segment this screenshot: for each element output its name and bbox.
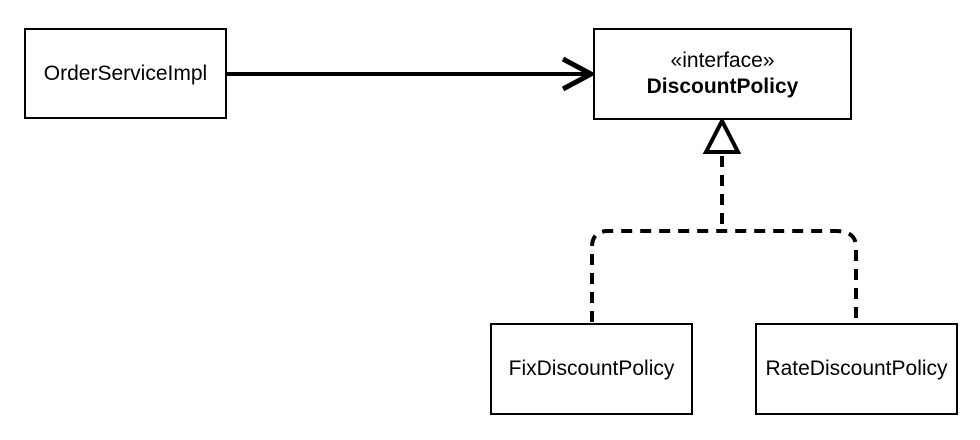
- class-box-orderserviceimpl: OrderServiceImpl: [24, 28, 227, 119]
- realization-dashed-branch: [590, 229, 858, 322]
- class-box-ratediscountpolicy: RateDiscountPolicy: [755, 323, 958, 415]
- interface-box-discountpolicy: «interface» DiscountPolicy: [593, 28, 852, 120]
- class-label: OrderServiceImpl: [43, 61, 208, 85]
- interface-label: DiscountPolicy: [646, 75, 799, 98]
- interface-stereotype: «interface»: [670, 49, 775, 72]
- realization-hollow-triangle-icon: [702, 116, 742, 154]
- dependency-arrow-open-head: [561, 56, 597, 92]
- class-label: FixDiscountPolicy: [508, 357, 675, 380]
- class-label: RateDiscountPolicy: [765, 357, 948, 380]
- class-box-fixdiscountpolicy: FixDiscountPolicy: [490, 323, 693, 415]
